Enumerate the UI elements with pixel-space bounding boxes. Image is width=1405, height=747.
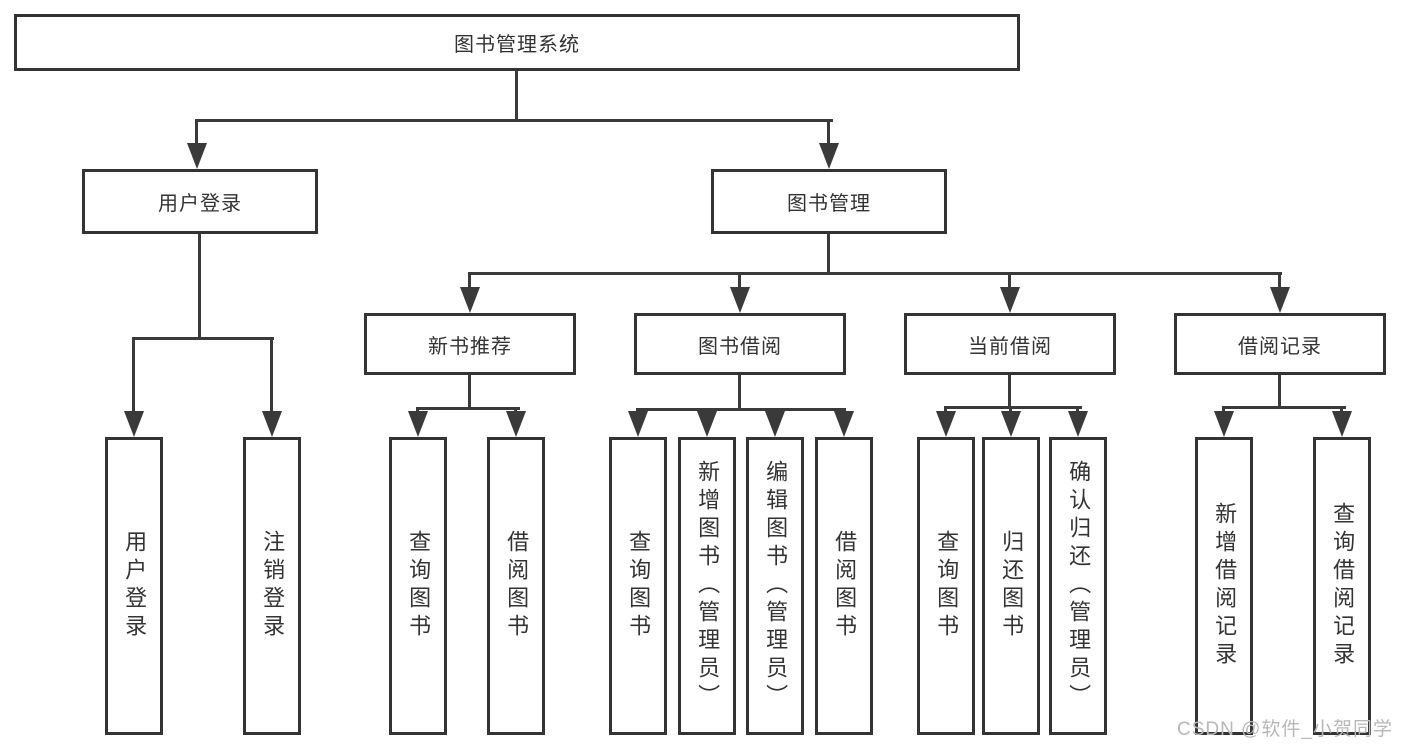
connector-currentborrow-bar <box>944 406 1082 409</box>
connector-borrowrecords-bar <box>1222 406 1346 409</box>
leaf-borrow-book: 借阅图书 <box>815 437 873 735</box>
connector-stem-current-borrow <box>1008 272 1011 292</box>
leaf-confirm-return-admin: 确认归还（管理员） <box>1049 437 1107 735</box>
connector-borrowrecords-stem <box>1278 375 1281 409</box>
arrowhead-user-login <box>187 143 207 169</box>
arrowhead-leaf <box>1214 411 1234 437</box>
arrowhead-leaf <box>506 411 526 437</box>
connector-root-stem <box>515 70 518 119</box>
connector-stem-book-borrow <box>738 272 741 292</box>
arrowhead-leaf <box>628 411 648 437</box>
arrowhead-borrow-records <box>1270 287 1290 313</box>
node-borrow-records-label: 借阅记录 <box>1238 335 1322 358</box>
connector-bookborrow-bar <box>636 408 846 411</box>
csdn-watermark: CSDN @软件_小贺同学 <box>1177 719 1393 740</box>
leaf-confirm-return-admin-label: 确认归还（管理员） <box>1066 460 1092 712</box>
node-new-book-recommend: 新书推荐 <box>364 313 576 375</box>
node-book-management: 图书管理 <box>711 169 947 234</box>
node-borrow-records: 借阅记录 <box>1174 313 1386 375</box>
arrowhead-leaf <box>936 411 956 437</box>
leaf-add-book-admin-label: 新增图书（管理员） <box>695 460 721 712</box>
arrowhead-leaf <box>765 411 785 437</box>
connector-bookmgmt-stem <box>827 233 830 272</box>
node-root-label: 图书管理系统 <box>454 34 580 56</box>
node-current-borrow-label: 当前借阅 <box>968 335 1052 358</box>
arrowhead-leaf <box>697 411 717 437</box>
leaf-user-login-label: 用户登录 <box>122 530 148 642</box>
node-current-borrow: 当前借阅 <box>904 313 1116 375</box>
leaf-search-current: 查询图书 <box>917 437 975 735</box>
connector-stem-user-login <box>195 119 198 153</box>
leaf-search-book-recommend-label: 查询图书 <box>406 530 432 642</box>
leaf-search-book-recommend: 查询图书 <box>389 437 447 735</box>
arrowhead-leaf-logout <box>262 411 282 437</box>
connector-newbook-bar <box>416 407 520 410</box>
leaf-add-book-admin: 新增图书（管理员） <box>678 437 736 735</box>
connector-userlogin-bar <box>132 337 274 340</box>
connector-stem-new-book <box>468 272 471 292</box>
arrowhead-leaf <box>408 411 428 437</box>
node-user-login-label: 用户登录 <box>158 193 242 215</box>
leaf-borrow-book-recommend-label: 借阅图书 <box>504 530 530 642</box>
leaf-edit-book-admin-label: 编辑图书（管理员） <box>763 460 789 712</box>
leaf-logout: 注销登录 <box>243 437 301 735</box>
leaf-user-login: 用户登录 <box>105 437 163 735</box>
leaf-search-book: 查询图书 <box>609 437 667 735</box>
node-book-management-label: 图书管理 <box>787 193 871 215</box>
leaf-search-borrow-record-label: 查询借阅记录 <box>1330 502 1356 670</box>
arrowhead-new-book <box>460 287 480 313</box>
connector-newbook-stem <box>468 375 471 410</box>
node-book-borrow: 图书借阅 <box>634 313 846 375</box>
leaf-add-borrow-record: 新增借阅记录 <box>1195 437 1253 735</box>
arrowhead-leaf <box>1332 411 1352 437</box>
leaf-return-book: 归还图书 <box>982 437 1040 735</box>
connector-currentborrow-stem <box>1008 375 1011 409</box>
leaf-edit-book-admin: 编辑图书（管理员） <box>746 437 804 735</box>
arrowhead-book-borrow <box>730 287 750 313</box>
node-user-login: 用户登录 <box>82 169 318 234</box>
leaf-search-borrow-record: 查询借阅记录 <box>1313 437 1371 735</box>
leaf-borrow-book-label: 借阅图书 <box>832 530 858 642</box>
connector-bookborrow-stem <box>738 375 741 411</box>
arrowhead-current-borrow <box>1000 287 1020 313</box>
connector-stem-leaf-logout <box>270 337 273 421</box>
connector-root-bar <box>195 119 833 122</box>
arrowhead-leaf <box>834 411 854 437</box>
leaf-borrow-book-recommend: 借阅图书 <box>487 437 545 735</box>
connector-userlogin-stem <box>198 234 201 337</box>
leaf-search-book-label: 查询图书 <box>626 530 652 642</box>
leaf-add-borrow-record-label: 新增借阅记录 <box>1212 502 1238 670</box>
leaf-return-book-label: 归还图书 <box>999 530 1025 642</box>
node-new-book-recommend-label: 新书推荐 <box>428 335 512 358</box>
node-root: 图书管理系统 <box>14 14 1020 71</box>
arrowhead-book-mgmt <box>819 143 839 169</box>
leaf-search-current-label: 查询图书 <box>934 530 960 642</box>
arrowhead-leaf <box>1068 411 1088 437</box>
connector-stem-borrow-records <box>1278 272 1281 292</box>
connector-stem-book-mgmt <box>827 119 830 153</box>
leaf-logout-label: 注销登录 <box>260 530 286 642</box>
node-book-borrow-label: 图书借阅 <box>698 335 782 358</box>
arrowhead-leaf <box>1001 411 1021 437</box>
arrowhead-leaf-login <box>124 411 144 437</box>
connector-stem-leaf-login <box>132 337 135 421</box>
connector-bookmgmt-bar <box>468 272 1282 275</box>
